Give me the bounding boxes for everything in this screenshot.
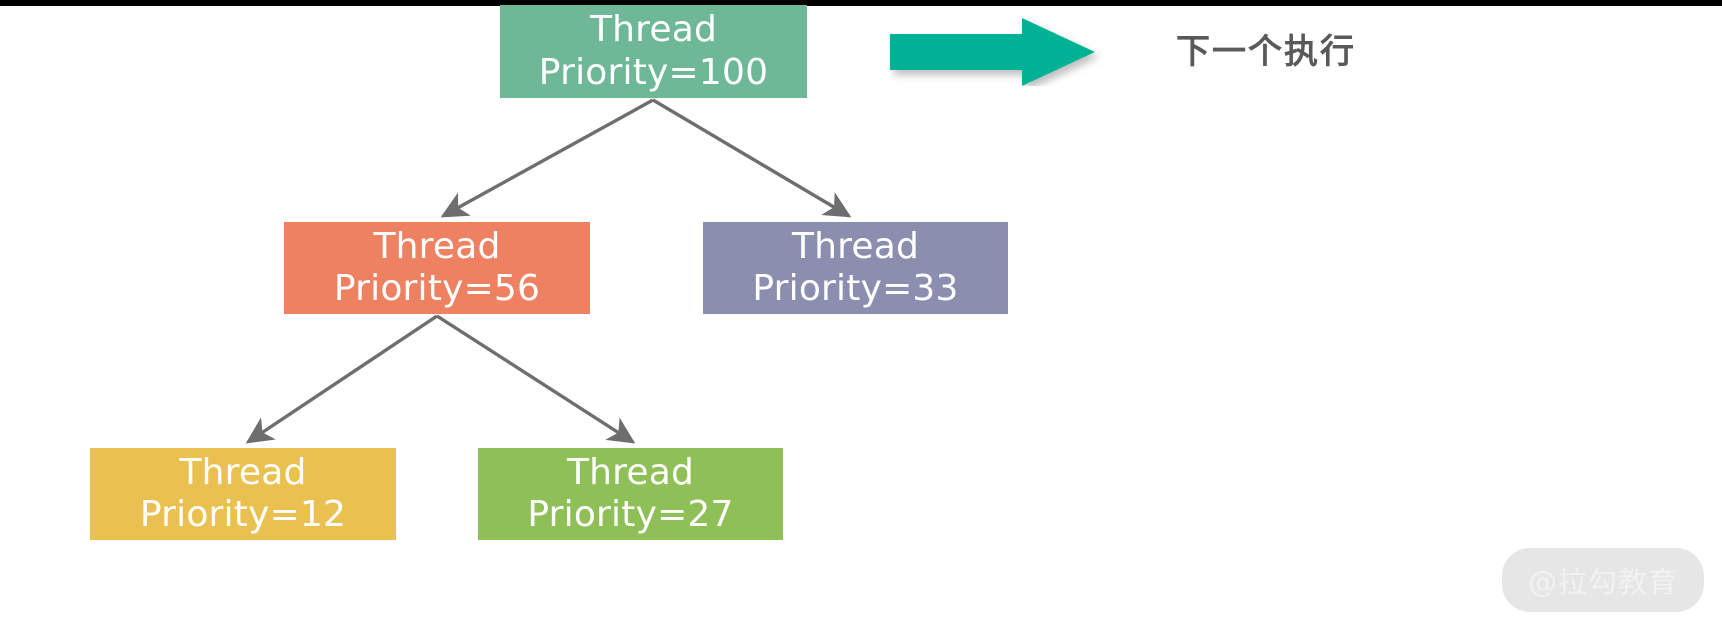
- edge-left-to-gc1: [245, 314, 438, 444]
- thread-node-priority: Priority=56: [333, 268, 541, 309]
- thread-node-priority: Priority=27: [527, 494, 734, 535]
- thread-node-title: Thread: [373, 225, 501, 267]
- thread-node-left-grandchild-2[interactable]: Thread Priority=27: [478, 448, 783, 540]
- thread-node-root[interactable]: Thread Priority=100: [500, 5, 807, 98]
- thread-node-left-grandchild-1[interactable]: Thread Priority=12: [90, 448, 396, 540]
- thread-node-title: Thread: [566, 451, 695, 493]
- thread-node-priority: Priority=33: [752, 268, 959, 309]
- edge-left-to-gc2: [436, 314, 636, 444]
- edge-root-to-right: [652, 98, 852, 218]
- thread-node-title: Thread: [179, 451, 307, 493]
- next-execute-label: 下一个执行: [1176, 32, 1356, 72]
- thread-node-priority: Priority=100: [538, 51, 769, 93]
- watermark: @拉勾教育: [1501, 548, 1704, 612]
- next-execute-arrow-icon: [890, 18, 1095, 86]
- thread-node-title: Thread: [791, 225, 920, 267]
- thread-node-right-child[interactable]: Thread Priority=33: [703, 222, 1008, 314]
- top-black-strip: [0, 0, 1722, 6]
- thread-node-left-child[interactable]: Thread Priority=56: [284, 222, 590, 314]
- thread-node-title: Thread: [589, 9, 718, 51]
- edge-root-to-left: [440, 98, 654, 218]
- thread-node-priority: Priority=12: [139, 494, 347, 535]
